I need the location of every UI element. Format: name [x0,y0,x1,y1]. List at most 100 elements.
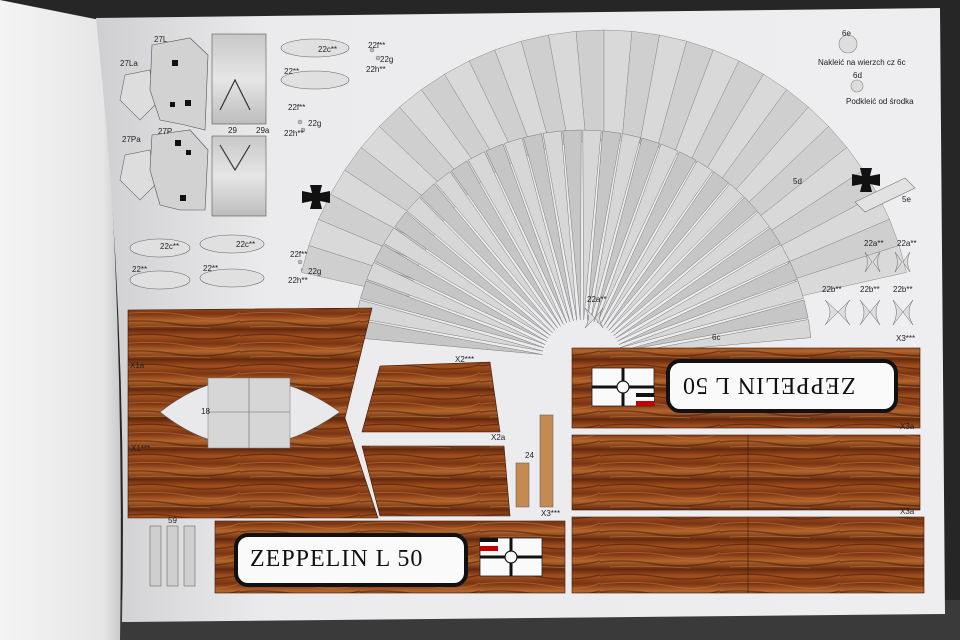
part-x2 [361,361,501,433]
hull-gore [606,171,729,329]
name-plate-top [666,359,898,413]
label-x3a-1: X3a [900,422,915,431]
hull-gore [611,196,758,334]
label-22a-3: 22a** [587,295,607,304]
hull-gore [586,130,622,321]
plate-text-bottom: ZEPPELIN L 50 [250,546,424,572]
plate-text-top: ZEPPELIN L 50 [682,372,856,398]
part-59 [183,525,196,587]
hull-gore [467,151,564,325]
label-22b-1: 22b** [822,285,842,294]
label-18: 18 [201,407,210,416]
label-22g-b: 22g [308,119,322,128]
label-22a-1: 22a** [864,239,884,248]
part-x2a [361,445,511,517]
hull-gore [435,171,558,329]
hull-gore [374,244,547,342]
label-22h-c: 22h** [288,276,308,285]
label-29: 29 [228,126,237,135]
part-6e [838,34,858,54]
label-22b-3: 22b** [893,285,913,294]
label-5d: 5d [793,177,802,186]
label-6c: 6c [712,333,721,342]
part-27l-mark [172,60,178,66]
part-22c-mid [199,234,265,254]
label-22h-a: 22h** [366,65,386,74]
part-24 [515,462,530,508]
label-27la: 27La [120,59,138,68]
label-27pa: 27Pa [122,135,141,144]
label-22f-c: 22f** [290,250,308,259]
part-22c-top [280,38,350,58]
label-22-b: 22** [132,265,148,274]
part-59 [149,525,162,587]
label-27l: 27L [154,35,168,44]
hull-gore [620,299,809,352]
part-27l-mark [170,102,175,107]
hull-panels-6c [352,129,812,355]
hull-gore [617,244,790,342]
hull-gore [582,129,602,321]
label-22a-2: 22a** [897,239,917,248]
part-29-top [211,33,267,125]
part-5e [854,177,916,213]
hull-gore [420,183,556,331]
part-27la [119,69,156,121]
part-22-mid [199,268,265,288]
label-x2: X2*** [455,355,475,364]
hull-gore [621,319,812,355]
hull-gore [615,227,781,339]
hull-gore [360,280,544,348]
instruction-6e: Nakleić na wierzch cz 6c [818,58,906,67]
label-22b-2: 22b** [860,285,880,294]
hull-gore [600,151,697,325]
german-ensign-flag-top [591,367,655,407]
part-27p-mark [180,195,186,201]
instruction-6d: Podkleić od środka [846,97,914,106]
hull-gore [590,133,641,321]
iron-cross-left [302,185,330,209]
label-29a: 29a [256,126,270,135]
hull-gore [383,227,549,339]
hull-gore [593,137,660,322]
hull-gore [366,262,546,345]
part-27l-mark [185,100,191,106]
label-5e: 5e [902,195,911,204]
label-x2a: X2a [491,433,506,442]
part-6d [850,79,864,93]
label-22-a: 22** [284,67,300,76]
part-22-left [129,270,191,290]
part-29 [211,135,267,217]
label-x3-top: X3*** [896,334,916,343]
hull-gore [618,262,798,345]
part-22c-left [129,238,191,258]
left-page [0,0,121,640]
parts-22a-22b [584,251,914,329]
hull-gore [620,280,804,348]
part-x3a-1 [571,434,921,511]
label-6e: 6e [842,29,851,38]
label-22c-b: 22c** [160,242,180,251]
label-22f-a: 22f** [368,41,386,50]
hull-gore [596,143,679,324]
hull-gore [394,211,551,336]
label-27p: 27P [158,127,173,136]
hull-gore [613,211,770,336]
hull-gore [603,160,714,327]
part-22-top [280,70,350,90]
hull-gore [406,196,553,334]
part-27p [149,129,209,211]
part-27p-mark [175,140,181,146]
label-x3-mid: X3*** [541,509,561,518]
label-22c-a: 22c** [318,45,338,54]
label-6d: 6d [853,71,862,80]
part-27p-mark [186,150,191,155]
part-27pa [119,149,156,201]
part-24 [539,414,554,508]
part-59 [166,525,179,587]
hull-gore [523,133,574,321]
label-22g-c: 22g [308,267,322,276]
name-plate-bottom [234,533,468,587]
